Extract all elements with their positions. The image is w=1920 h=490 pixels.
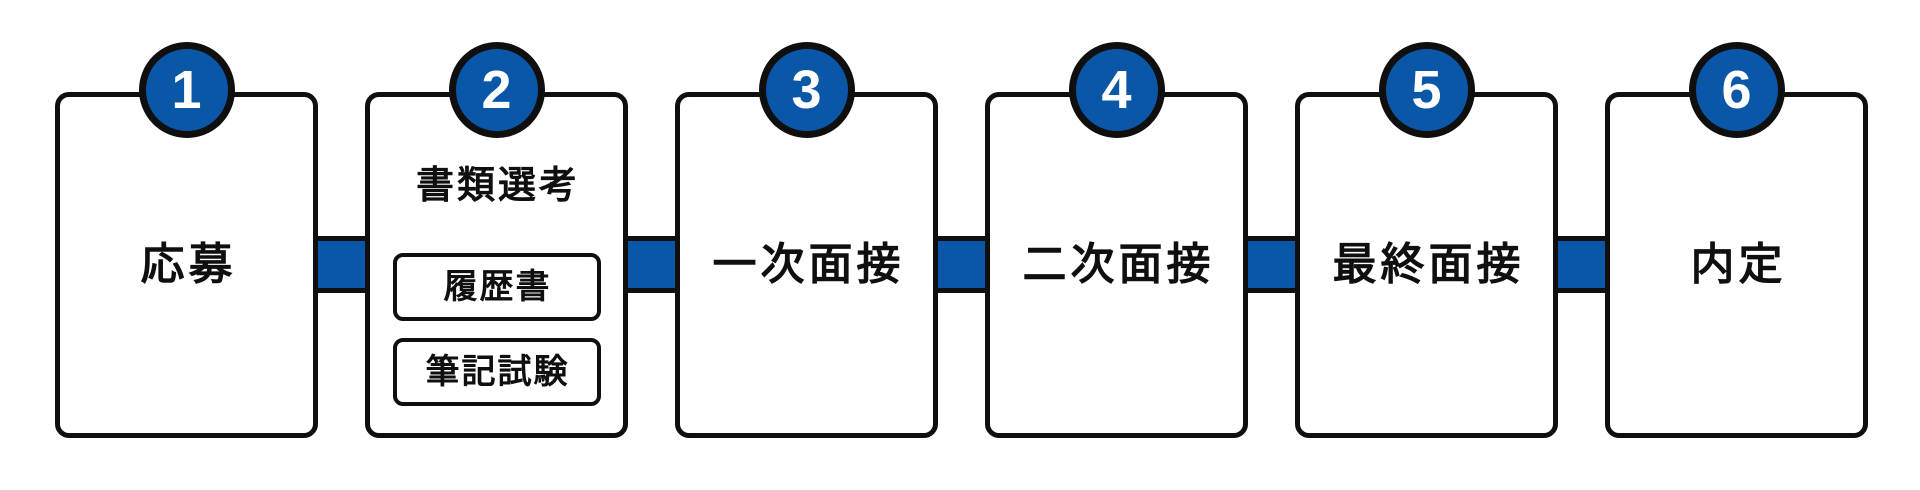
step-number: 1: [171, 60, 202, 120]
step-number: 5: [1411, 60, 1442, 120]
step-card-second-interview: 二次面接: [985, 92, 1248, 438]
step-application: 1 応募: [55, 42, 318, 438]
connector-1-2: [318, 236, 365, 293]
connector-3-4: [938, 236, 985, 293]
step-card-application: 応募: [55, 92, 318, 438]
hiring-process-flow: 1 応募 2 書類選考 履歴書 筆記試験 3 一次面接 4 二次面接: [55, 42, 1868, 438]
step-number-badge: 6: [1688, 42, 1785, 138]
step-label: 一次面接: [712, 240, 905, 289]
connector-2-3: [628, 236, 675, 293]
step-number: 6: [1721, 60, 1752, 120]
step-number-badge: 5: [1378, 42, 1475, 138]
step-number: 4: [1101, 60, 1132, 120]
step-card-final-interview: 最終面接: [1295, 92, 1558, 438]
step-second-interview: 4 二次面接: [985, 42, 1248, 438]
step-first-interview: 3 一次面接: [675, 42, 938, 438]
step-label: 内定: [1690, 240, 1787, 289]
sub-item-resume: 履歴書: [392, 253, 601, 321]
step-label: 最終面接: [1332, 240, 1525, 289]
step-number: 2: [481, 60, 512, 120]
step-card-first-interview: 一次面接: [675, 92, 938, 438]
step-number-badge: 3: [758, 42, 855, 138]
connector-4-5: [1248, 236, 1295, 293]
connector-5-6: [1558, 236, 1605, 293]
step-final-interview: 5 最終面接: [1295, 42, 1558, 438]
step-card-job-offer: 内定: [1605, 92, 1868, 438]
step-number-badge: 2: [448, 42, 545, 138]
step-label: 書類選考: [415, 165, 580, 207]
step-card-document-screening: 書類選考 履歴書 筆記試験: [365, 92, 628, 438]
step-number-badge: 1: [138, 42, 235, 138]
step-number: 3: [791, 60, 822, 120]
step-job-offer: 6 内定: [1605, 42, 1868, 438]
step-label: 応募: [140, 240, 237, 289]
step-label: 二次面接: [1022, 240, 1215, 289]
step-document-screening: 2 書類選考 履歴書 筆記試験: [365, 42, 628, 438]
step-number-badge: 4: [1068, 42, 1165, 138]
sub-item-written-exam: 筆記試験: [392, 338, 601, 406]
